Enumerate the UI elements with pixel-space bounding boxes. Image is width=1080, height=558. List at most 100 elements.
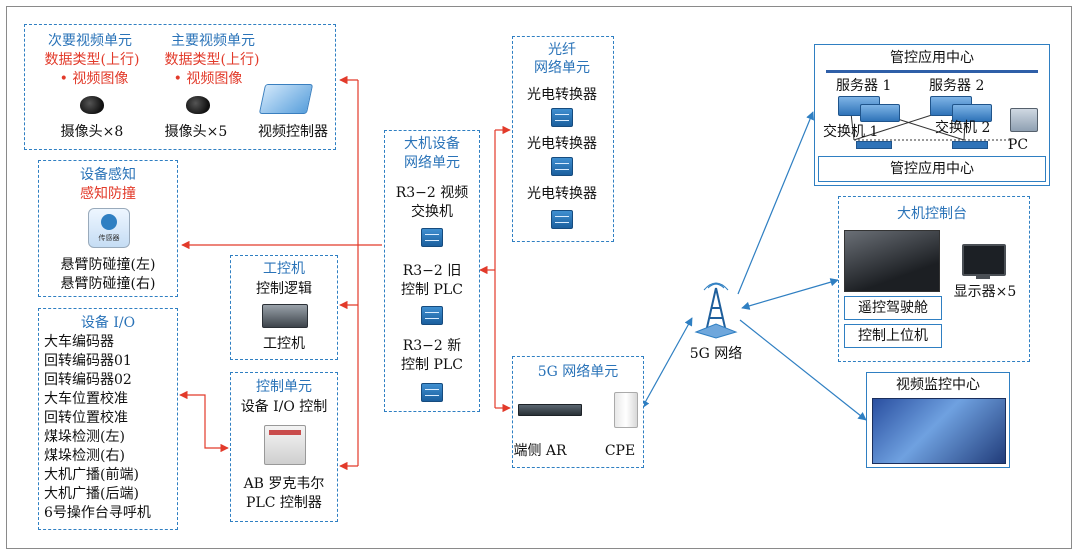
control-unit-device-line1: AB 罗克韦尔: [243, 476, 325, 492]
server-icon: [952, 104, 992, 122]
fiber-item: 光电转换器: [527, 186, 597, 202]
outer-frame: [6, 6, 1072, 549]
video-controller-icon: [258, 84, 314, 114]
monitor-center-title: 视频监控中心: [896, 377, 980, 393]
sensing-item: 悬臂防碰撞(左): [60, 257, 156, 273]
edge-ar-label: 端侧 AR: [513, 443, 567, 459]
mgmt-top-title: 管控应用中心: [890, 50, 974, 66]
monitor-stand: [976, 275, 990, 279]
fiber-network-box: [512, 36, 614, 242]
remote-cockpit-image: [844, 230, 940, 292]
cpe-label: CPE: [604, 443, 636, 459]
console-item-box: [844, 324, 942, 348]
edge-ar-router-icon: [518, 404, 582, 416]
switch-icon: [952, 141, 988, 149]
secondary-bullet: • 视频图像: [59, 71, 129, 87]
ipc-title: 工控机: [263, 261, 305, 277]
pc-label: PC: [1007, 137, 1029, 153]
5g-tower-icon: [694, 282, 738, 339]
machine-network-box: [384, 130, 480, 412]
camera-icon: [80, 96, 104, 114]
io-box: [38, 308, 178, 530]
machine-net-item-label: 交换机: [411, 204, 453, 220]
link-io-control: [179, 390, 229, 453]
io-item: 回转编码器01: [44, 353, 132, 369]
server-1-label: 服务器 1: [836, 78, 892, 94]
control-unit-subtitle: 设备 I/O 控制: [240, 399, 328, 415]
video-controller-label: 视频控制器: [258, 124, 328, 140]
machine-net-item-label: R3−2 视频: [395, 185, 469, 201]
console-item: 控制上位机: [858, 328, 928, 344]
machine-network-title: 大机设备: [404, 136, 460, 152]
io-item: 回转编码器02: [44, 372, 132, 388]
display-label: 显示器×5: [953, 284, 1017, 300]
machine-network-title: 网络单元: [404, 155, 460, 171]
io-item: 大机广播(前端): [44, 467, 139, 483]
ipc-subtitle: 控制逻辑: [256, 281, 312, 297]
io-item: 煤垛检测(右): [44, 448, 125, 464]
5g-unit-title: 5G 网络单元: [537, 364, 619, 380]
console-title: 大机控制台: [897, 206, 967, 222]
io-item: 大机广播(后端): [44, 486, 139, 502]
optical-converter-icon: [551, 210, 573, 229]
optical-converter-icon: [551, 108, 573, 127]
sensing-box: [38, 160, 178, 297]
sensing-title: 设备感知: [80, 167, 136, 183]
control-unit-device-line2: PLC 控制器: [246, 495, 322, 511]
fiber-title: 光纤: [548, 42, 576, 58]
fiber-item: 光电转换器: [527, 136, 597, 152]
switch-1-label: 交换机 1: [823, 124, 879, 140]
surveillance-wall-image: [872, 398, 1006, 464]
io-item: 大车编码器: [44, 334, 114, 350]
io-title: 设备 I/O: [80, 315, 136, 331]
switch-icon: [421, 383, 443, 402]
io-item: 回转位置校准: [44, 410, 128, 426]
primary-camera-label: 摄像头×5: [164, 124, 228, 140]
switch-icon: [421, 228, 443, 247]
primary-bullet: • 视频图像: [173, 71, 243, 87]
io-item: 大车位置校准: [44, 391, 128, 407]
machine-net-item-label: 控制 PLC: [401, 357, 463, 373]
primary-video-title: 主要视频单元: [171, 33, 255, 49]
server-2-label: 服务器 2: [929, 78, 985, 94]
switch-icon: [421, 306, 443, 325]
link-cpe-5g: [641, 317, 693, 409]
fiber-title: 网络单元: [534, 60, 590, 76]
switch-2-label: 交换机 2: [935, 120, 991, 136]
mgmt-bottom-title: 管控应用中心: [890, 161, 974, 177]
machine-net-item-label: 控制 PLC: [401, 282, 463, 298]
fiber-item: 光电转换器: [527, 87, 597, 103]
io-item: 煤垛检测(左): [44, 429, 125, 445]
monitor-icon: [962, 244, 1006, 276]
switch-icon: [856, 141, 892, 149]
secondary-data-type: 数据类型(上行): [44, 52, 140, 68]
sensing-subtitle: 感知防撞: [80, 186, 136, 202]
5g-network-label: 5G 网络: [689, 346, 743, 362]
industrial-pc-icon: [262, 304, 308, 328]
primary-data-type: 数据类型(上行): [164, 52, 260, 68]
machine-net-item-label: R3−2 新: [402, 338, 462, 354]
ipc-device-label: 工控机: [263, 336, 305, 352]
console-item-box: [844, 296, 942, 320]
link-5g-monitor: [739, 319, 867, 421]
io-item: 6号操作台寻呼机: [44, 505, 151, 521]
machine-net-item-label: R3−2 旧: [402, 263, 462, 279]
secondary-camera-label: 摄像头×8: [60, 124, 124, 140]
sensor-text: 传感器: [98, 234, 120, 242]
link-5g-console: [741, 278, 839, 310]
optical-converter-icon: [551, 157, 573, 176]
console-item: 遥控驾驶舱: [858, 300, 928, 316]
plc-icon: [264, 425, 306, 465]
sensor-icon: 传感器: [88, 208, 130, 248]
sensing-item: 悬臂防碰撞(右): [60, 276, 156, 292]
cpe-icon: [614, 392, 638, 428]
mgmt-network-lines: [826, 70, 1038, 141]
link-5g-mgmt: [737, 111, 815, 295]
secondary-video-title: 次要视频单元: [48, 33, 132, 49]
control-unit-title: 控制单元: [256, 379, 312, 395]
pc-icon: [1010, 108, 1038, 132]
camera-icon: [186, 96, 210, 114]
mgmt-bottom-bar: [818, 156, 1046, 182]
